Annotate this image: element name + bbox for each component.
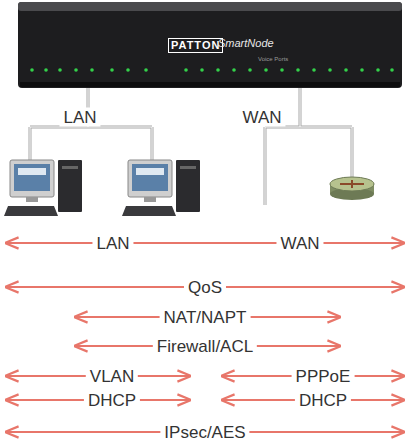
led bbox=[126, 68, 130, 72]
led bbox=[144, 68, 148, 72]
monitor-stand bbox=[26, 197, 38, 202]
led bbox=[296, 68, 300, 72]
router-top bbox=[330, 177, 374, 191]
led bbox=[184, 68, 188, 72]
screen bbox=[132, 164, 168, 191]
led bbox=[74, 68, 78, 72]
led bbox=[360, 68, 364, 72]
drive-bay bbox=[180, 166, 196, 169]
led bbox=[200, 68, 204, 72]
keyboard bbox=[122, 206, 176, 216]
feature-label: Firewall/ACL bbox=[153, 337, 257, 356]
computer-icon bbox=[122, 160, 200, 216]
router-icon bbox=[330, 177, 374, 200]
led bbox=[248, 68, 252, 72]
double-arrow bbox=[6, 242, 404, 244]
led bbox=[216, 68, 220, 72]
screen bbox=[14, 164, 50, 191]
status-leds bbox=[30, 68, 394, 72]
lan-bus bbox=[30, 88, 152, 160]
led bbox=[344, 68, 348, 72]
device-body bbox=[18, 2, 402, 88]
network-label: WAN bbox=[238, 108, 285, 127]
device-top bbox=[18, 2, 402, 11]
screen-window bbox=[18, 168, 46, 175]
computer-icon bbox=[4, 160, 82, 216]
drive-bay bbox=[62, 166, 78, 169]
lan-bus-line bbox=[30, 88, 152, 160]
feature-label: PPPoE bbox=[292, 367, 355, 386]
monitor bbox=[128, 160, 172, 197]
monitor-stand bbox=[144, 197, 156, 202]
panel-label: Voice Ports bbox=[258, 56, 288, 62]
zone-label: WAN bbox=[276, 234, 323, 253]
feature-label: IPsec/AES bbox=[160, 423, 249, 441]
feature-label: QoS bbox=[184, 278, 226, 297]
led bbox=[312, 68, 316, 72]
led bbox=[30, 68, 34, 72]
led bbox=[58, 68, 62, 72]
keyboard bbox=[4, 206, 58, 216]
led bbox=[232, 68, 236, 72]
monitor bbox=[10, 160, 54, 197]
device-box: PATTONSmartNodeVoice Ports bbox=[18, 2, 402, 88]
device-base bbox=[20, 82, 400, 87]
screen-window bbox=[136, 168, 164, 175]
tower bbox=[58, 160, 82, 212]
router-arrows bbox=[340, 180, 364, 188]
feature-arrows bbox=[6, 243, 404, 432]
product-name: SmartNode bbox=[218, 38, 274, 49]
led bbox=[280, 68, 284, 72]
led bbox=[328, 68, 332, 72]
feature-label: NAT/NAPT bbox=[160, 308, 251, 327]
led bbox=[390, 68, 394, 72]
brand-logo: PATTON bbox=[168, 38, 223, 53]
device-chassis bbox=[18, 2, 402, 88]
led bbox=[44, 68, 48, 72]
led bbox=[90, 68, 94, 72]
network-label: LAN bbox=[59, 108, 100, 127]
led bbox=[110, 68, 114, 72]
tower bbox=[176, 160, 200, 212]
zone-label: LAN bbox=[92, 234, 133, 253]
led bbox=[264, 68, 268, 72]
feature-label: DHCP bbox=[295, 391, 351, 410]
led bbox=[376, 68, 380, 72]
feature-label: DHCP bbox=[84, 391, 140, 410]
feature-label: VLAN bbox=[86, 367, 138, 386]
